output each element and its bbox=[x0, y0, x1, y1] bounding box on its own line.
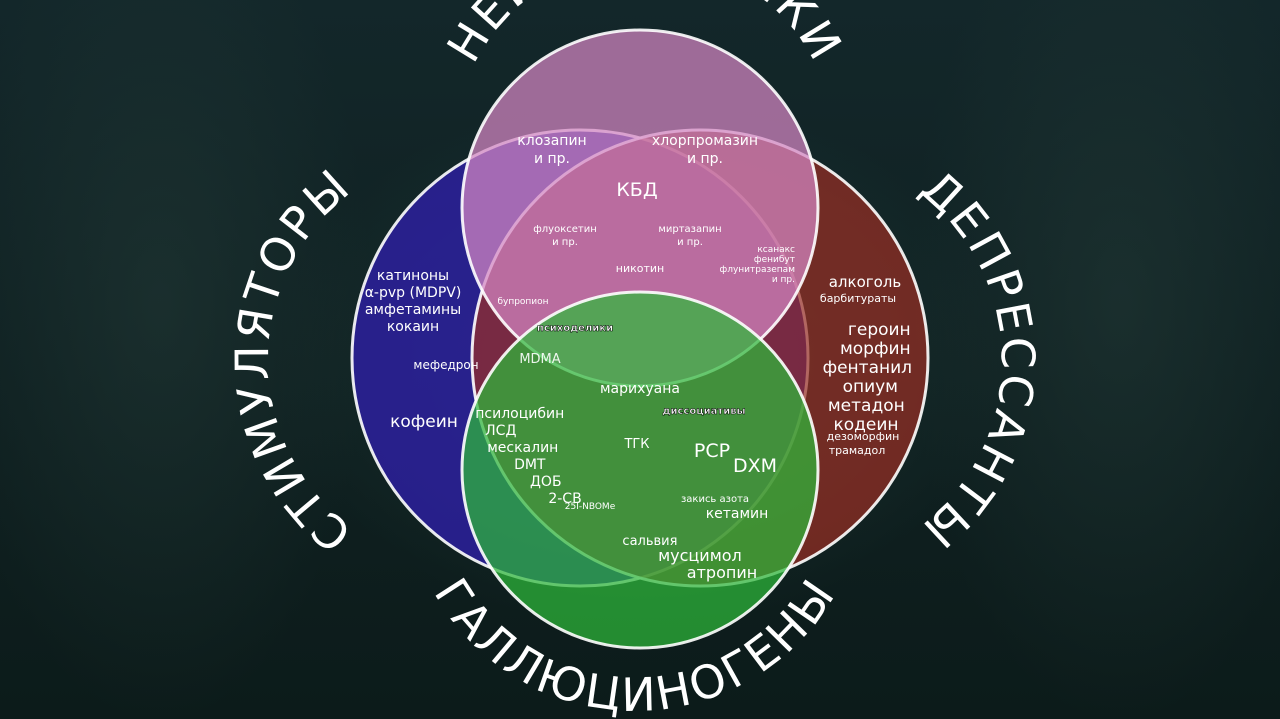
caffeine-label: кофеин bbox=[390, 412, 458, 432]
depressants-title: ДЕПРЕССАНТЫ bbox=[911, 160, 1045, 561]
nbome-label: 25I-NBOMe bbox=[565, 502, 616, 512]
hallucinogens-list: сальвия мусцимол атропин bbox=[622, 534, 757, 582]
psychedelics-label: психоделики bbox=[537, 323, 613, 334]
stimulants-title: СТИМУЛЯТОРЫ bbox=[225, 158, 361, 563]
tramadol-label: трамадол bbox=[829, 444, 886, 457]
nicotine-label: никотин bbox=[616, 262, 664, 275]
hallucinogens-circle bbox=[460, 290, 820, 650]
dxm-label: DXM bbox=[733, 455, 777, 477]
mdma-label: MDMA bbox=[519, 352, 560, 367]
mephedrone-label: мефедрон bbox=[413, 358, 478, 372]
marijuana-label: марихуана bbox=[600, 381, 680, 397]
desomorphine-label: дезоморфин bbox=[827, 430, 900, 443]
nitrous-label: закись азота bbox=[681, 494, 749, 505]
dissociatives-label: диссоциативы bbox=[662, 406, 745, 417]
cbd-label: КБД bbox=[616, 179, 657, 201]
thc-label: ТГК bbox=[623, 437, 649, 452]
psychedelic-list: псилоцибин ЛСД мескалин DMT ДОБ 2-CB bbox=[475, 406, 581, 507]
pcp-label: PCP bbox=[694, 440, 730, 462]
barbiturates-label: барбитураты bbox=[820, 292, 896, 305]
bupropion-label: бупропион bbox=[497, 297, 548, 307]
opioids-list: героин морфин фентанил опиум метадон код… bbox=[823, 320, 918, 435]
ketamine-label: кетамин bbox=[706, 506, 769, 522]
alcohol-label: алкоголь bbox=[829, 273, 902, 291]
